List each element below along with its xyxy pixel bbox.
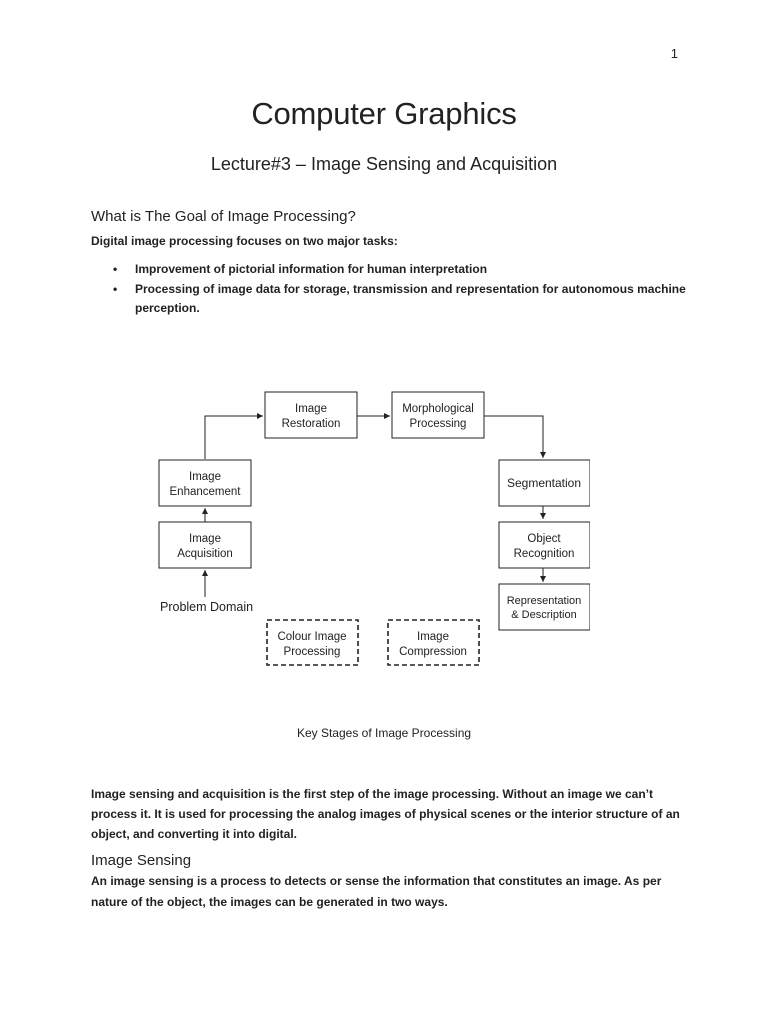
arrow-morphological-to-segmentation <box>484 415 546 458</box>
label-compression-2: Compression <box>399 646 467 658</box>
bullet-icon: • <box>113 262 118 276</box>
label-compression-1: Image <box>417 631 449 643</box>
bullet-text: Processing of image data for storage, tr… <box>135 282 686 315</box>
goal-bullet-list: • Improvement of pictorial information fo… <box>91 260 691 319</box>
label-morphological-1: Morphological <box>402 403 474 415</box>
image-processing-stages-diagram: Image Restoration Morphological Processi… <box>158 391 590 666</box>
label-enhancement-2: Enhancement <box>170 486 242 498</box>
label-recognition-2: Recognition <box>514 548 575 560</box>
box-morphological-processing <box>391 391 485 439</box>
label-problem-domain: Problem Domain <box>160 600 253 614</box>
diagram-caption: Key Stages of Image Processing <box>296 726 472 740</box>
body-paragraph: Image sensing and acquisition is the fir… <box>91 787 680 841</box>
label-colour-1: Colour Image <box>277 631 346 643</box>
arrow-enhancement-to-restoration <box>204 413 263 459</box>
label-acquisition-2: Acquisition <box>177 548 233 560</box>
label-enhancement-1: Image <box>189 471 221 483</box>
bullet-text: Improvement of pictorial information for… <box>135 262 488 276</box>
label-colour-2: Processing <box>284 646 341 658</box>
box-image-acquisition <box>158 521 252 569</box>
section-heading-image-sensing: Image Sensing <box>91 852 192 869</box>
box-representation-description <box>498 583 590 631</box>
list-item: • Processing of image data for storage, t… <box>91 280 691 318</box>
label-morphological-2: Processing <box>410 418 467 430</box>
lecture-subtitle: Lecture#3 – Image Sensing and Acquisitio… <box>210 154 558 174</box>
box-colour-image-processing <box>266 619 359 666</box>
box-image-compression <box>387 619 480 666</box>
label-image-restoration-1: Image <box>295 403 327 415</box>
section-heading-goal: What is The Goal of Image Processing? <box>91 208 356 225</box>
label-image-restoration-2: Restoration <box>282 418 341 430</box>
page-number: 1 <box>670 46 678 61</box>
label-recognition-1: Object <box>527 533 561 545</box>
label-acquisition-1: Image <box>189 533 221 545</box>
box-image-enhancement <box>158 459 252 507</box>
image-sensing-text: An image sensing is a process to detects… <box>91 874 662 909</box>
label-segmentation: Segmentation <box>507 476 581 490</box>
box-object-recognition <box>498 521 590 569</box>
label-representation-1: Representation <box>507 595 582 607</box>
box-image-restoration <box>264 391 358 439</box>
box-segmentation <box>498 459 590 507</box>
list-item: • Improvement of pictorial information fo… <box>91 260 691 279</box>
bullet-icon: • <box>113 282 118 296</box>
section-intro: Digital image processing focuses on two … <box>91 234 398 248</box>
label-representation-2: & Description <box>511 609 576 621</box>
page-title: Computer Graphics <box>251 96 517 131</box>
